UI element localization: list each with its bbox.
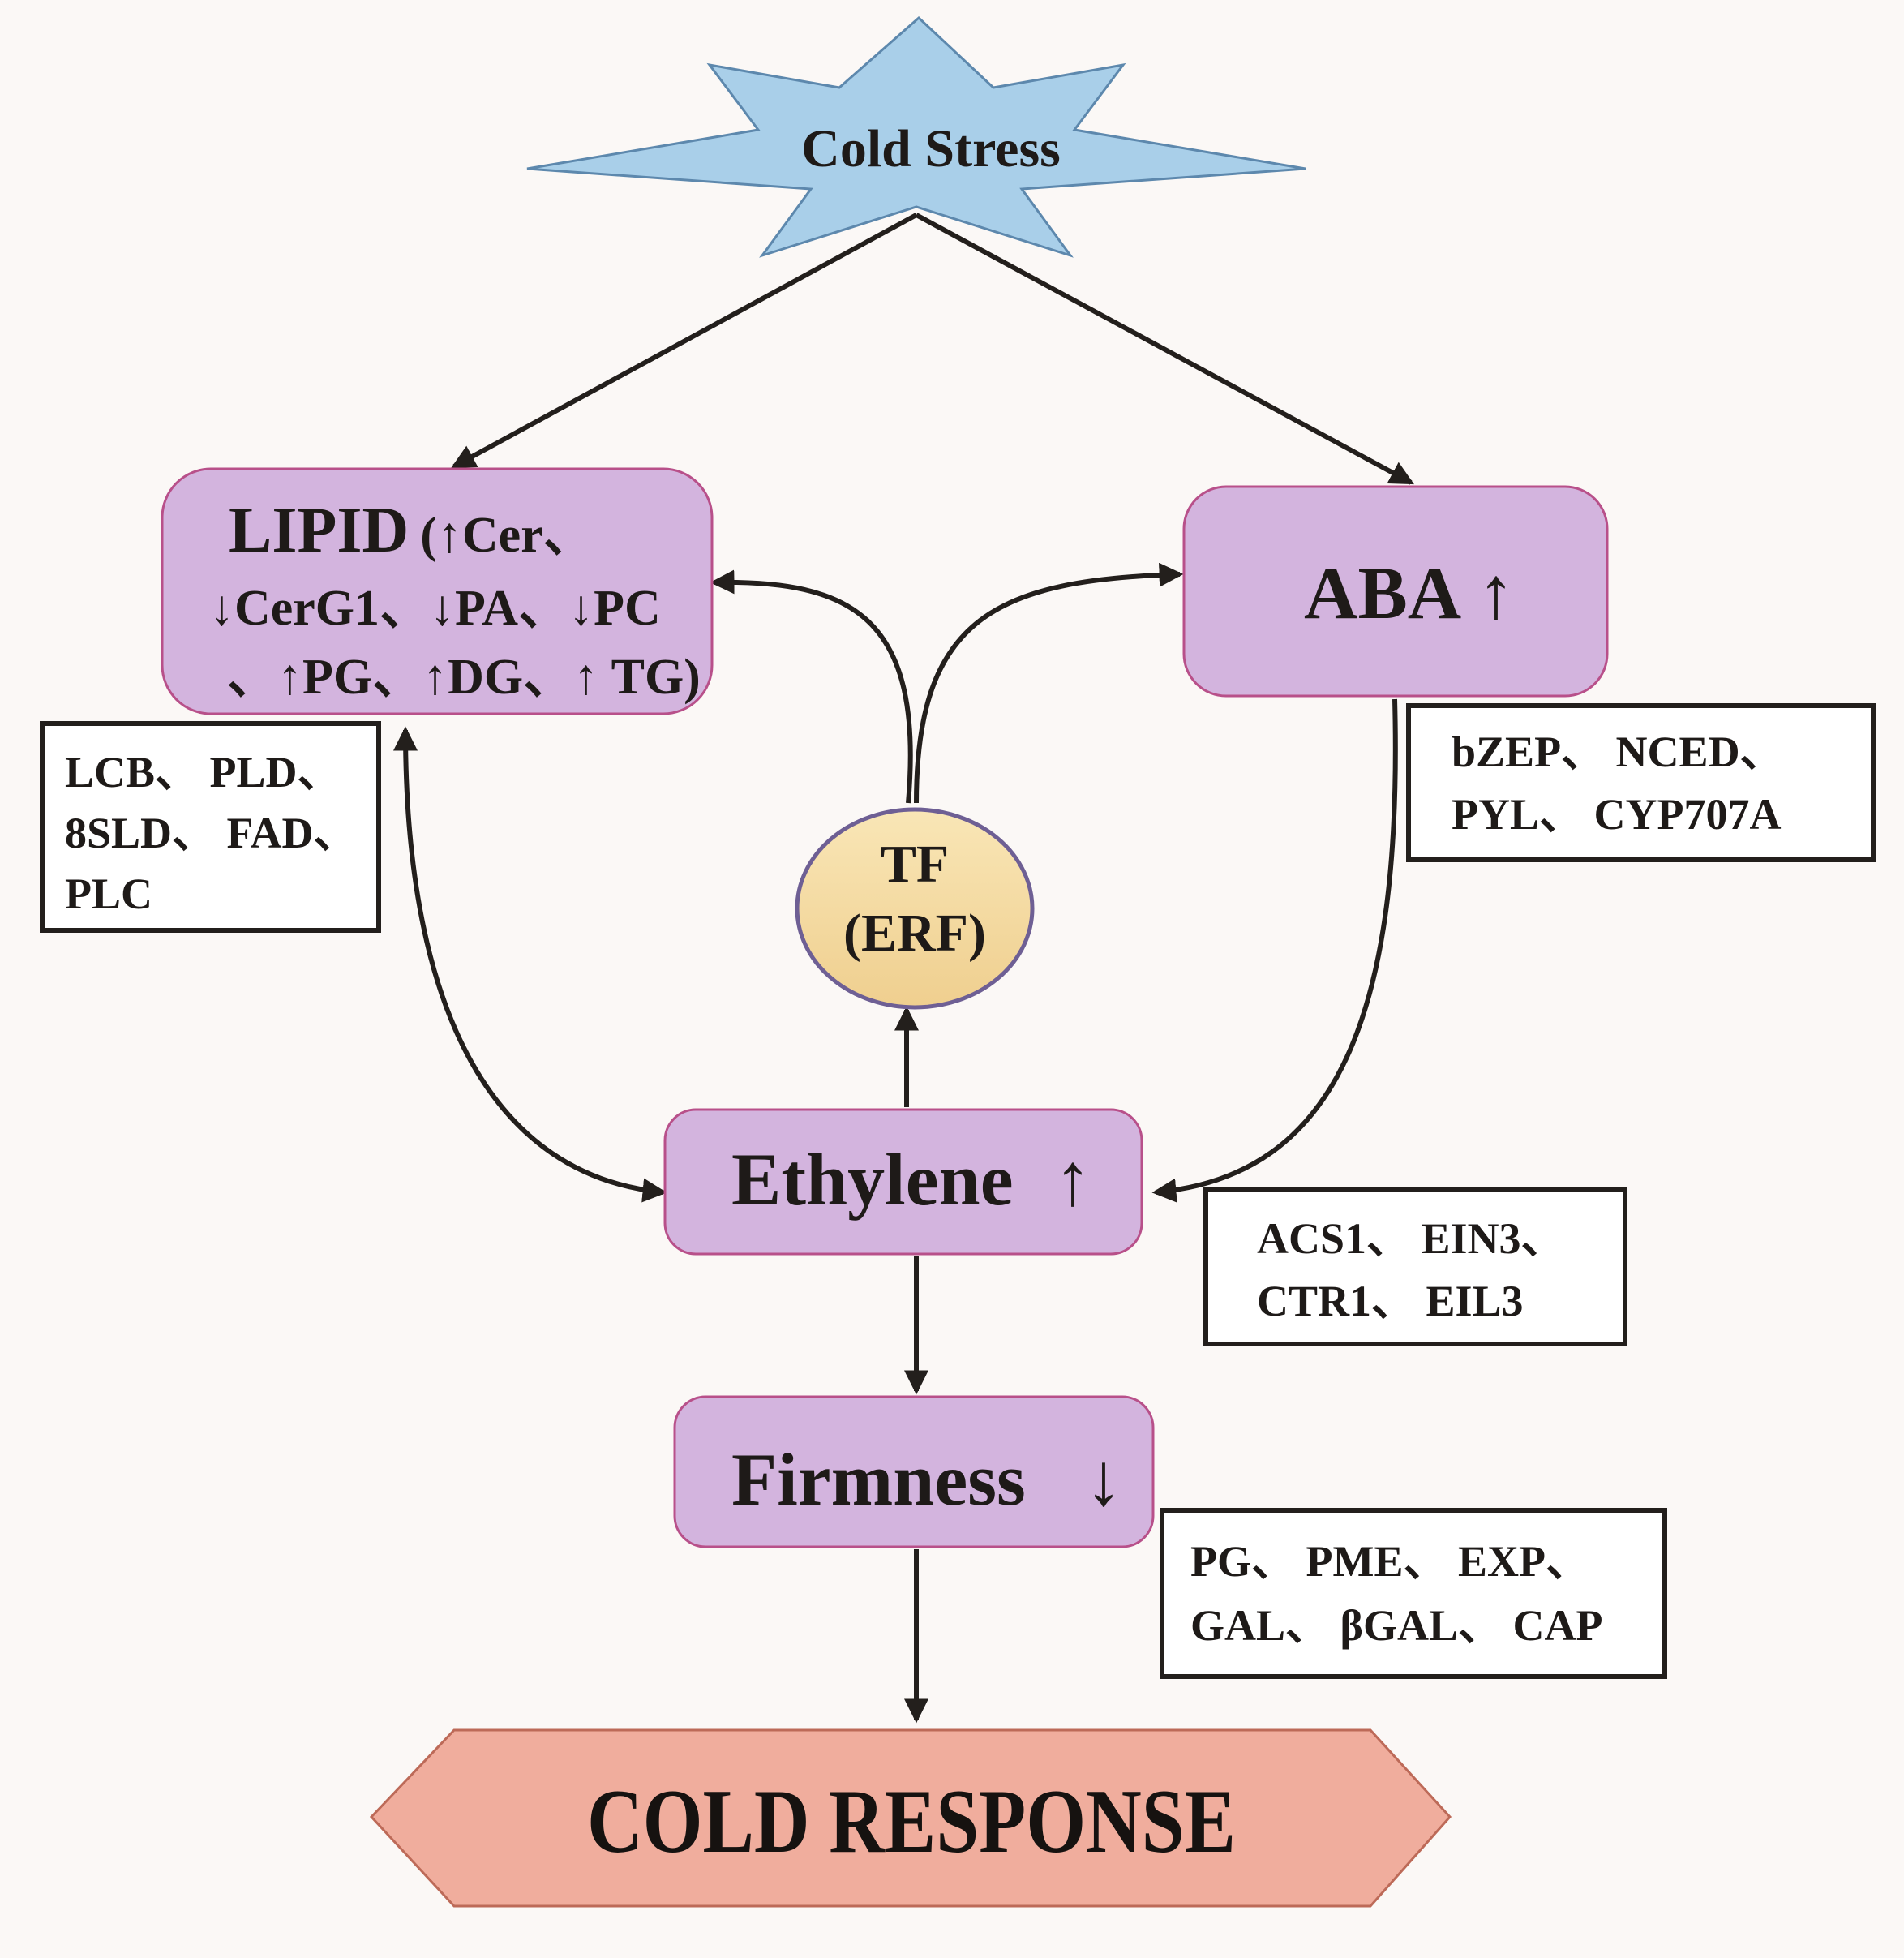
lipid-line2: ↓CerG1、↓PA、↓PC (209, 581, 661, 636)
lipid-line3: 、↑PG、↑DG、↑ TG) (227, 650, 701, 705)
lipid-genes-line2: 8SLD、 FAD、 (65, 809, 358, 857)
firmness-genes-frame (1160, 1508, 1667, 1679)
lipid-genes-line1: LCB、 PLD、 (65, 748, 341, 797)
lipid-line1-rest: (↑Cer、 (420, 508, 593, 563)
lipid-node: LIPID(↑Cer、 ↓CerG1、↓PA、↓PC 、↑PG、↑DG、↑ TG… (161, 467, 714, 715)
lipid-box (161, 467, 714, 715)
tf-line1: TF (881, 835, 949, 894)
response-shape (369, 1728, 1452, 1908)
arrow-cold-to-aba (915, 213, 1414, 485)
arrow-aba-to-ethylene (1151, 698, 1398, 1203)
ethylene-genes-box: ACS1、 EIN3、 CTR1、 EIL3 (1203, 1187, 1627, 1346)
ethylene-label: Ethylene (731, 1138, 1014, 1221)
lipid-genes-frame (40, 721, 381, 933)
arrow-tf-to-lipid (710, 569, 913, 804)
cold-stress-node: Cold Stress (526, 15, 1306, 258)
firmness-genes-box: PG、 PME、 EXP、 GAL、 βGAL、 CAP (1160, 1508, 1667, 1679)
cold-stress-label: Cold Stress (801, 119, 1061, 178)
aba-genes-line2: PYL、 CYP707A (1452, 790, 1781, 839)
arrow-cold-to-lipid (451, 213, 918, 469)
ethylene-box (663, 1108, 1143, 1256)
lipid-genes-line3: PLC (65, 870, 152, 918)
ethylene-up-arrow: ↑ (1054, 1138, 1091, 1221)
firmness-label: Firmness (731, 1438, 1026, 1521)
lipid-line1: LIPID(↑Cer、 (229, 495, 594, 566)
tf-node: TF (ERF) (795, 807, 1035, 1010)
tf-circle (795, 807, 1035, 1010)
aba-genes-frame (1406, 703, 1876, 862)
firmness-box (673, 1395, 1155, 1548)
firmness-down-arrow: ↓ (1085, 1438, 1122, 1521)
lipid-title: LIPID (229, 495, 409, 566)
aba-genes-line1: bZEP、 NCED、 (1452, 728, 1784, 776)
aba-up-arrow: ↑ (1477, 552, 1515, 634)
lipid-genes-box: LCB、 PLD、 8SLD、 FAD、 PLC (40, 721, 381, 933)
tf-line2: (ERF) (843, 904, 986, 963)
arrow-lipid-ethylene-bidirectional (393, 726, 667, 1203)
firmness-node: Firmness ↓ (673, 1395, 1155, 1548)
aba-node: ABA ↑ (1182, 485, 1609, 698)
ethylene-node: Ethylene ↑ (663, 1108, 1143, 1256)
cold-response-label: COLD RESPONSE (587, 1771, 1236, 1872)
firmness-genes-line1: PG、 PME、 EXP、 (1190, 1537, 1589, 1586)
firmness-genes-line2: GAL、 βGAL、 CAP (1190, 1601, 1602, 1650)
arrow-tf-to-aba (914, 562, 1184, 804)
ethylene-genes-line1: ACS1、 EIN3、 (1257, 1214, 1565, 1263)
aba-genes-box: bZEP、 NCED、 PYL、 CYP707A (1406, 703, 1876, 862)
aba-label: ABA (1304, 552, 1461, 634)
star-shape (526, 15, 1306, 258)
cold-response-node: COLD RESPONSE (369, 1728, 1452, 1908)
aba-box (1182, 485, 1609, 698)
ethylene-genes-frame (1203, 1187, 1627, 1346)
ethylene-genes-line2: CTR1、 EIL3 (1257, 1277, 1524, 1325)
